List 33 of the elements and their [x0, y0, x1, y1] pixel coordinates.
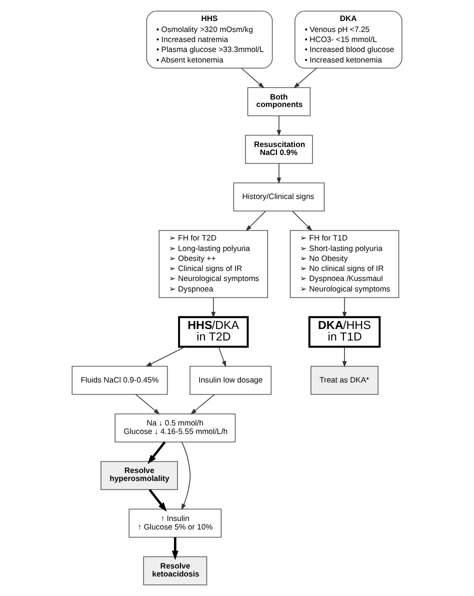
- node-box: Both components: [247, 87, 311, 116]
- arrow: [218, 346, 226, 368]
- node-box: History/Clinical signs: [233, 182, 325, 212]
- arrow: [292, 210, 312, 232]
- node-box: DKA • Venous pH <7.25 • HCO3- <15 mmol/L • Increased blood glucose • Increased ketonemia: [294, 10, 402, 69]
- arrow: [246, 210, 266, 232]
- node-box: ➢ FH for T2D ➢ Long-lasting polyuria ➢ Obesity ++ ➢ Clinical signs of IR ➢ Neurological symptoms ➢ Dyspnoea: [158, 230, 268, 298]
- arrow: [145, 346, 186, 367]
- node-box: Fluids NaCl 0.9-0.45%: [72, 366, 168, 395]
- arrow: [135, 394, 160, 414]
- node-box: Resolve hyperosmolality: [100, 461, 178, 490]
- arrow: [342, 346, 347, 368]
- arrow: [148, 488, 167, 512]
- node-box: DKA/HHS in T1D: [308, 316, 381, 348]
- node-box: Resuscitation NaCl 0.9%: [245, 134, 313, 164]
- node-box: ➢ FH for T1D ➢ Short-lasting polyuria ➢ No Obesity ➢ No clinical signs of IR ➢ Dyspnoea /Kussmaul ➢ Neurological symptoms: [290, 230, 400, 298]
- node-box: Resolve ketoacidosis: [143, 556, 208, 586]
- node-box: HHS • Osmolality >320 mOsm/kg • Increased natremia • Plasma glucose >33.3mmol/L • Absent ketonemia: [146, 10, 273, 69]
- arrow: [148, 441, 166, 464]
- arrow: [293, 68, 317, 88]
- node-box: HHS/DKA in T2D: [178, 316, 249, 348]
- arrow: [181, 442, 191, 510]
- arrow: [342, 297, 347, 318]
- arrow: [190, 394, 215, 414]
- node-box: Treat as DKA*: [310, 366, 378, 395]
- arrow: [211, 297, 216, 318]
- arrow: [276, 163, 282, 184]
- node-box: Na ↓ 0.5 mmol/h Glucose ↓ 4.16-5.55 mmol/L/h: [114, 414, 236, 442]
- arrow: [240, 68, 264, 88]
- node-box: ↑ Insulin ↑ Glucose 5% or 10%: [128, 508, 222, 538]
- node-box: Insulin low dosage: [190, 366, 272, 395]
- arrow: [172, 537, 178, 560]
- arrow: [276, 115, 282, 136]
